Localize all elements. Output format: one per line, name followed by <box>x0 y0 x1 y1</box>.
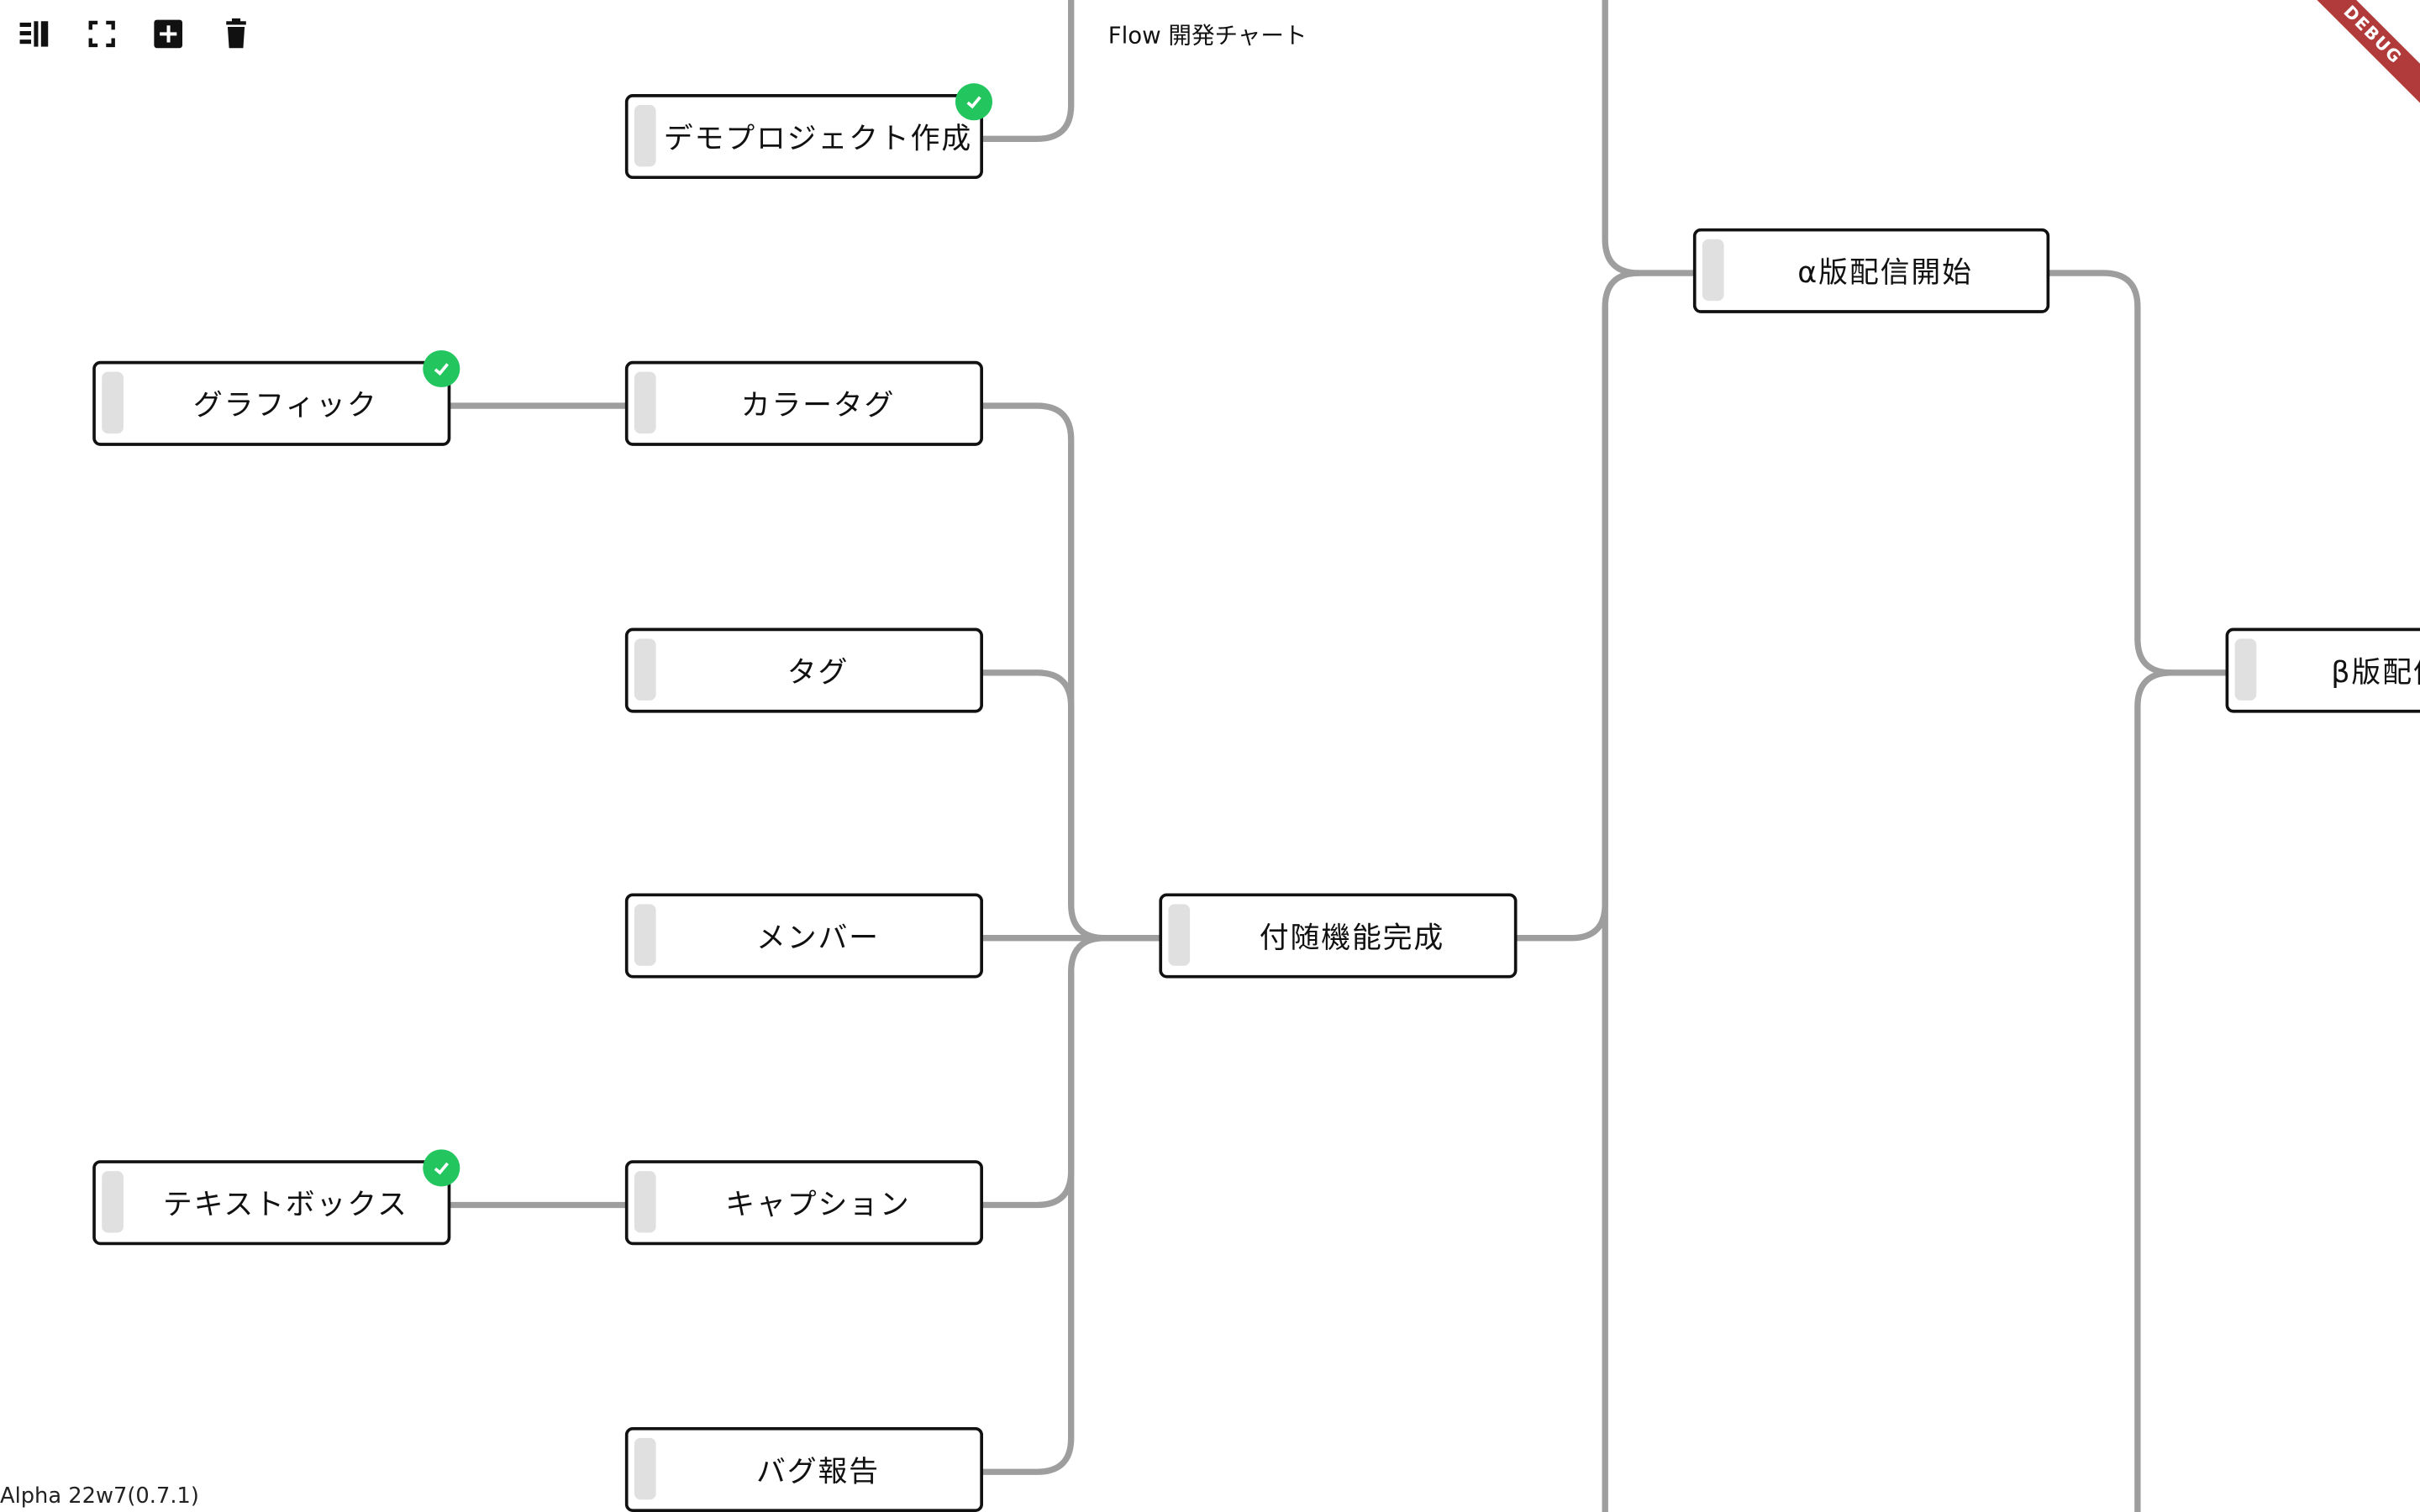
node-label: カラータグ <box>740 388 896 423</box>
delete-icon <box>226 18 246 49</box>
drag-handle[interactable] <box>1702 239 1724 302</box>
flow-node-caption[interactable]: キャプション <box>624 1160 983 1246</box>
flow-node-features-complete[interactable]: 付随機能完成 <box>1159 893 1518 979</box>
drag-handle[interactable] <box>102 371 124 434</box>
drag-handle[interactable] <box>634 104 656 167</box>
drag-handle[interactable] <box>634 638 656 701</box>
flow-node-color-tag[interactable]: カラータグ <box>624 360 983 446</box>
node-label: α版配信開始 <box>1797 255 1973 291</box>
done-check-icon <box>955 83 993 121</box>
node-label: グラフィック <box>192 388 378 423</box>
flow-node-bug-report[interactable]: バグ報告 <box>624 1426 983 1512</box>
sidebar-toggle-button[interactable] <box>15 15 52 52</box>
flow-node-beta-release[interactable]: β版配信開始 <box>2225 627 2420 713</box>
chart-title: Flow 開発チャート <box>1107 21 1307 50</box>
node-label: テキストボックス <box>162 1188 408 1222</box>
add-box-icon <box>154 19 183 49</box>
flow-node-textbox[interactable]: テキストボックス <box>92 1160 451 1246</box>
drag-handle[interactable] <box>102 1171 124 1233</box>
delete-button[interactable] <box>218 15 255 52</box>
node-label: デモプロジェクト作成 <box>663 122 973 156</box>
done-check-icon <box>423 1149 460 1187</box>
drag-handle[interactable] <box>634 371 656 434</box>
add-node-button[interactable] <box>150 15 187 52</box>
flow-node-graphic[interactable]: グラフィック <box>92 360 451 446</box>
sidebar-toggle-icon <box>19 21 49 47</box>
node-label: キャプション <box>725 1188 911 1222</box>
drag-handle[interactable] <box>634 904 656 966</box>
node-label: メンバー <box>755 921 880 955</box>
drag-handle[interactable] <box>1168 904 1191 966</box>
drag-handle[interactable] <box>634 1171 656 1233</box>
version-label: Alpha 22w7(0.7.1) <box>0 1483 199 1509</box>
drag-handle[interactable] <box>634 1437 656 1500</box>
fullscreen-icon <box>88 20 115 48</box>
flow-node-member[interactable]: メンバー <box>624 893 983 979</box>
flow-node-tag[interactable]: タグ <box>624 627 983 713</box>
drag-handle[interactable] <box>2234 638 2257 701</box>
node-label: 付随機能完成 <box>1259 921 1445 955</box>
node-label: バグ報告 <box>755 1455 880 1489</box>
fullscreen-button[interactable] <box>83 15 120 52</box>
node-label: タグ <box>786 655 850 690</box>
flow-node-demo-project[interactable]: デモプロジェクト作成 <box>624 94 983 180</box>
done-check-icon <box>423 349 460 388</box>
flow-node-alpha-release[interactable]: α版配信開始 <box>1692 228 2050 313</box>
node-label: β版配信開始 <box>2331 655 2420 690</box>
